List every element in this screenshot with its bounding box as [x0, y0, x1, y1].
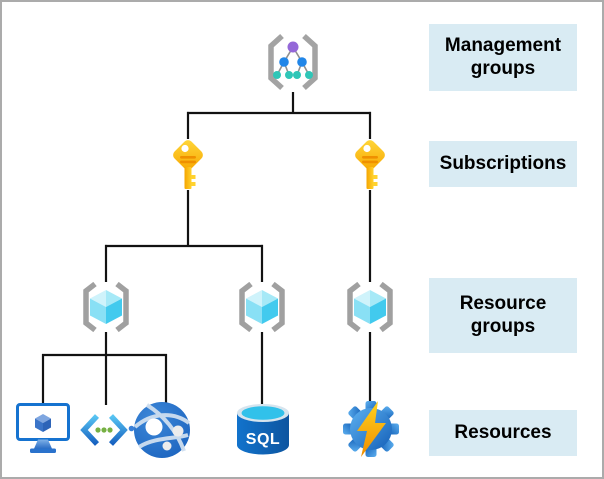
- code-angle-brackets-icon: [80, 414, 128, 446]
- virtual-machine-icon: [16, 403, 70, 453]
- label-management-groups-text: Management groups: [444, 35, 562, 79]
- sql-label: SQL: [246, 431, 280, 448]
- sql-database-icon: SQL: [237, 404, 289, 455]
- subscription-key-icon-2: [353, 138, 387, 189]
- gear-lightning-icon: [343, 401, 399, 457]
- resource-group-icon-2: [242, 284, 282, 330]
- label-resources-text: Resources: [454, 421, 552, 443]
- globe-app-service-icon: [128, 402, 191, 458]
- resource-group-icon-1: [86, 284, 126, 330]
- label-subscriptions: Subscriptions: [429, 141, 577, 187]
- label-resource-groups: Resource groups: [429, 278, 577, 353]
- label-management-groups: Management groups: [429, 24, 577, 91]
- resource-group-icon-3: [350, 284, 390, 330]
- management-group-icon: [268, 33, 318, 91]
- label-subscriptions-text: Subscriptions: [439, 152, 567, 174]
- connector-lines: [41, 92, 372, 405]
- subscription-key-icon-1: [171, 138, 205, 189]
- label-resources: Resources: [429, 410, 577, 456]
- label-resource-groups-text: Resource groups: [459, 293, 547, 337]
